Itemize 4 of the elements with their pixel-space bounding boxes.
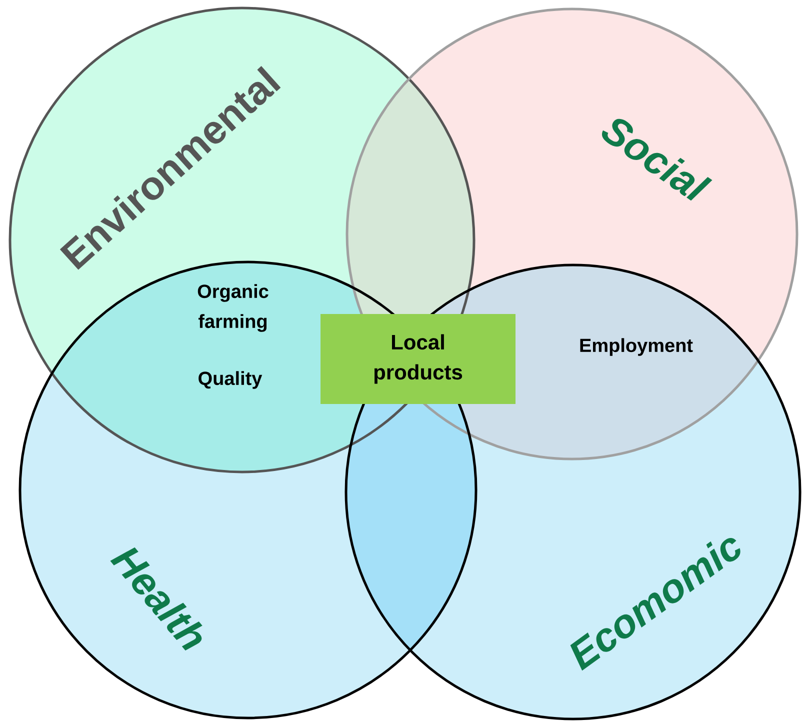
label-box: Local products xyxy=(320,314,516,404)
overlap-label: Organic farming xyxy=(198,284,268,332)
overlap-label: Employment xyxy=(580,338,693,356)
overlap-label: Quality xyxy=(198,371,262,389)
